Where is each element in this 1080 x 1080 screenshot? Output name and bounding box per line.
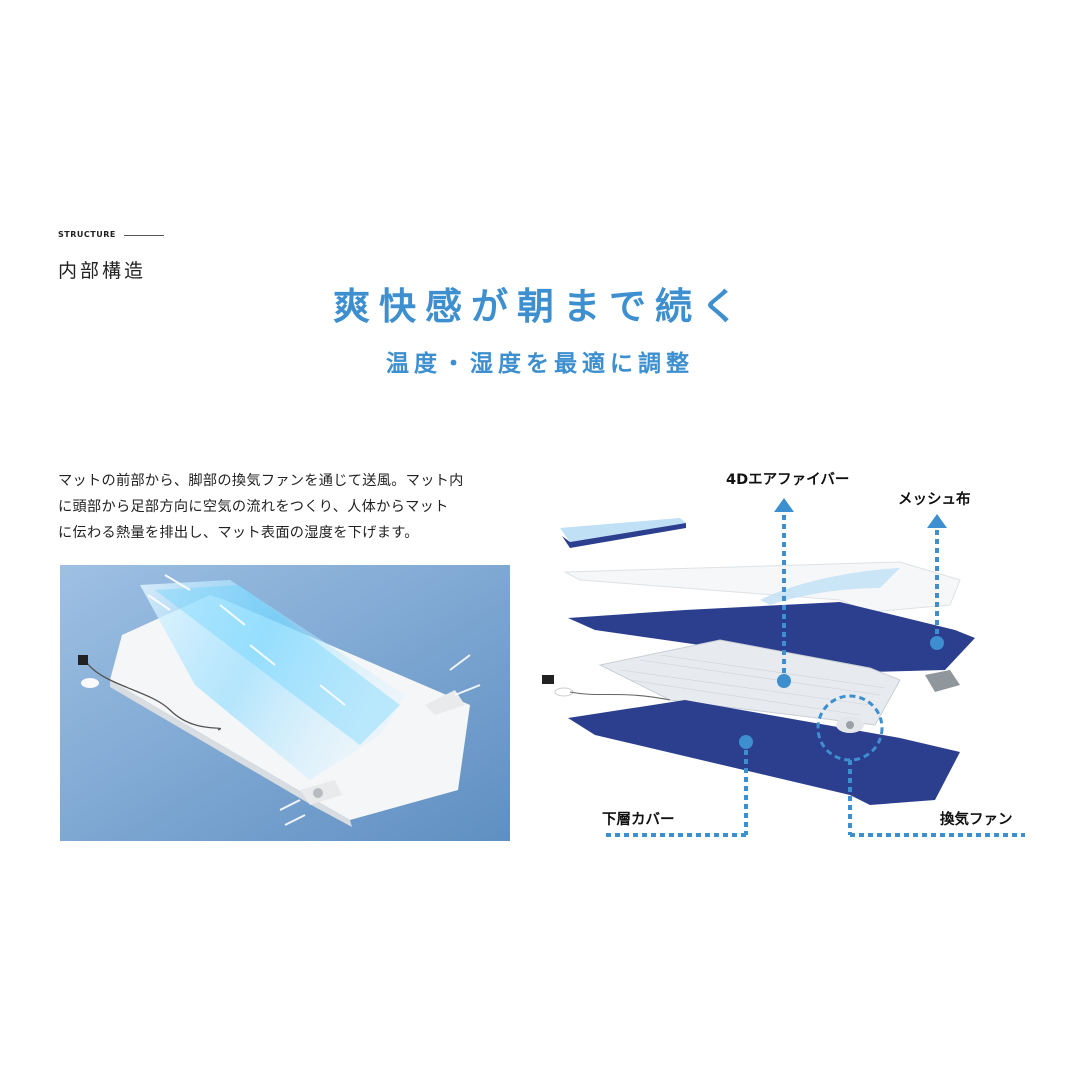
headline: 爽快感が朝まで続く bbox=[0, 276, 1080, 330]
section-eyebrow: STRUCTURE bbox=[58, 230, 116, 239]
description-line: マットの前部から、脚部の換気ファンを通じて送風。マット内 bbox=[58, 468, 518, 494]
subheadline: 温度・湿度を最適に調整 bbox=[0, 344, 1080, 378]
bottom-cover-layer bbox=[568, 700, 960, 805]
eyebrow-divider bbox=[124, 235, 164, 236]
label-ventilation-fan: 換気ファン bbox=[940, 808, 1013, 829]
label-mesh-fabric: メッシュ布 bbox=[898, 488, 971, 509]
top-cover-layer bbox=[565, 562, 960, 612]
description: マットの前部から、脚部の換気ファンを通じて送風。マット内 に頭部から足部方向に空… bbox=[58, 468, 518, 546]
description-line: に頭部から足部方向に空気の流れをつくり、人体からマット bbox=[58, 494, 518, 520]
structure-diagram bbox=[540, 460, 1060, 860]
airflow-illustration bbox=[60, 565, 510, 841]
label-air-fiber: 4Dエアファイバー bbox=[726, 468, 849, 489]
label-bottom-cover: 下層カバー bbox=[602, 808, 675, 829]
description-line: に伝わる熱量を排出し、マット表面の湿度を下げます。 bbox=[58, 520, 518, 546]
